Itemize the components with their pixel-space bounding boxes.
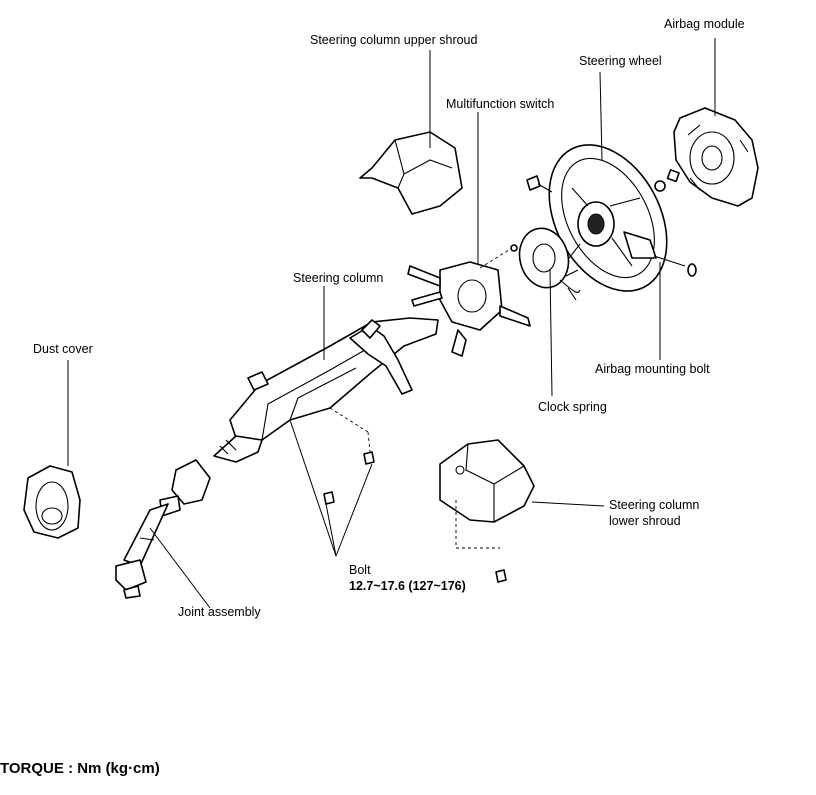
label-clock-spring: Clock spring bbox=[538, 400, 607, 414]
label-lower-shroud-line2: lower shroud bbox=[609, 514, 681, 528]
steering-wheel-bolt bbox=[526, 175, 553, 193]
airbag-nut-parts bbox=[654, 169, 680, 192]
label-steering-column: Steering column bbox=[293, 271, 384, 285]
torque-unit-note: TORQUE : Nm (kg·cm) bbox=[0, 760, 160, 777]
label-dust-cover: Dust cover bbox=[33, 342, 93, 356]
label-lower-shroud-line1: Steering column bbox=[609, 498, 700, 512]
label-bolt: Bolt bbox=[349, 563, 371, 577]
joint-assembly-part bbox=[115, 459, 211, 599]
label-multifunction-switch: Multifunction switch bbox=[446, 97, 555, 111]
multifunction-switch-part bbox=[407, 244, 531, 357]
label-airbag-module: Airbag module bbox=[664, 17, 745, 31]
lower-shroud-part bbox=[439, 439, 535, 583]
clock-spring-part bbox=[518, 227, 581, 301]
label-bolt-torque: 12.7~17.6 (127~176) bbox=[349, 579, 466, 593]
upper-shroud-part bbox=[359, 131, 463, 215]
label-airbag-mounting-bolt: Airbag mounting bolt bbox=[595, 362, 710, 376]
steering-column-part bbox=[213, 317, 439, 463]
label-upper-shroud: Steering column upper shroud bbox=[310, 33, 478, 47]
airbag-mounting-bolt-part bbox=[653, 255, 697, 277]
airbag-module-part bbox=[673, 107, 759, 207]
column-bolt-parts bbox=[323, 451, 375, 505]
leader-lines bbox=[67, 38, 716, 609]
label-steering-wheel: Steering wheel bbox=[579, 54, 662, 68]
label-joint-assembly: Joint assembly bbox=[178, 605, 261, 619]
steering-wheel-part bbox=[548, 144, 668, 292]
dust-cover-part bbox=[23, 465, 81, 539]
